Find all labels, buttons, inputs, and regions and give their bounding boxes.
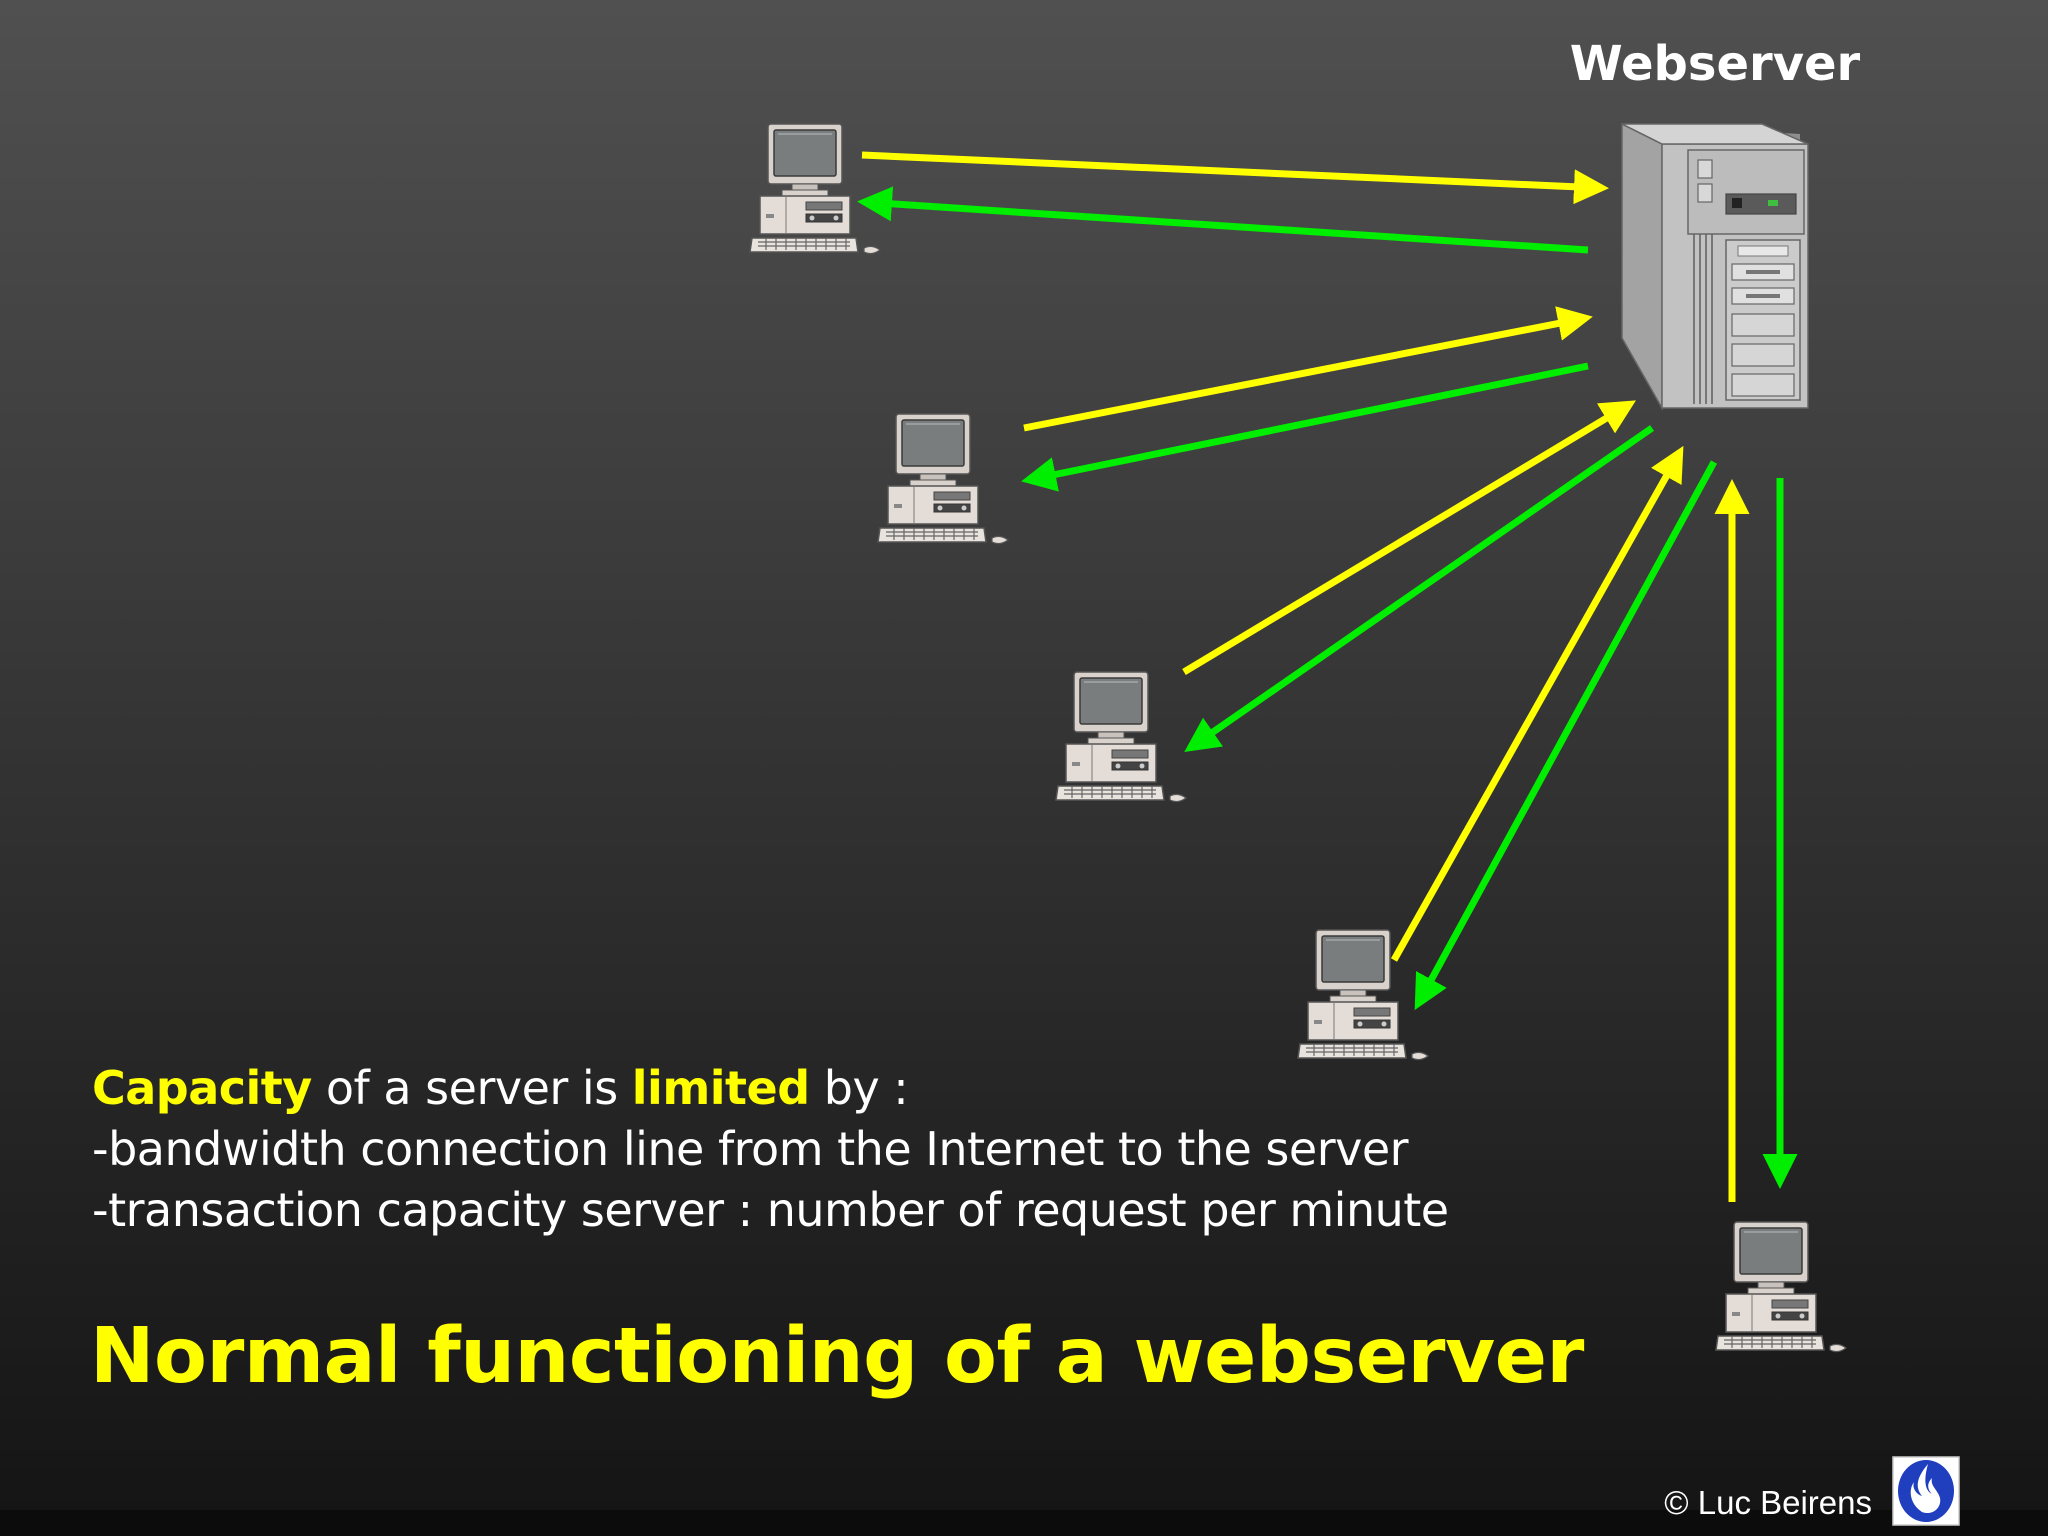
copyright-text: © Luc Beirens xyxy=(1664,1484,1872,1521)
request-arrow-2 xyxy=(1023,306,1593,432)
client-computer-icon-3 xyxy=(1055,671,1187,803)
capacity-by: by : xyxy=(809,1061,909,1115)
request-arrow-4 xyxy=(1390,445,1684,962)
server-tower-icon xyxy=(1621,122,1809,411)
response-arrow-2 xyxy=(1021,362,1589,492)
client-computer-icon-2 xyxy=(877,413,1009,545)
capacity-explanation: Capacity of a server is limited by : -ba… xyxy=(92,1058,1592,1241)
request-arrow-3 xyxy=(1182,400,1637,676)
client-computer-icon-1 xyxy=(749,123,881,255)
bullet-bandwidth: -bandwidth connection line from the Inte… xyxy=(92,1122,1409,1176)
slide-title: Normal functioning of a webserver xyxy=(90,1312,1584,1401)
client-computer-icon-5 xyxy=(1715,1221,1847,1353)
capacity-word: Capacity xyxy=(92,1061,312,1115)
client-computer-icon-4 xyxy=(1297,929,1429,1061)
bullet-transaction: -transaction capacity server : number of… xyxy=(92,1183,1449,1237)
limited-word: limited xyxy=(631,1061,810,1115)
police-flame-logo xyxy=(1892,1456,1960,1526)
request-arrow-1 xyxy=(861,151,1609,205)
response-arrow-1 xyxy=(857,186,1589,254)
response-arrow-3 xyxy=(1184,425,1654,752)
webserver-label: Webserver xyxy=(1569,36,1861,92)
capacity-line: Capacity of a server is limited by : xyxy=(92,1058,1592,1119)
response-arrow-4 xyxy=(1414,460,1718,1011)
footer-bar xyxy=(0,1510,2048,1536)
capacity-connector: of a server is xyxy=(311,1061,632,1115)
